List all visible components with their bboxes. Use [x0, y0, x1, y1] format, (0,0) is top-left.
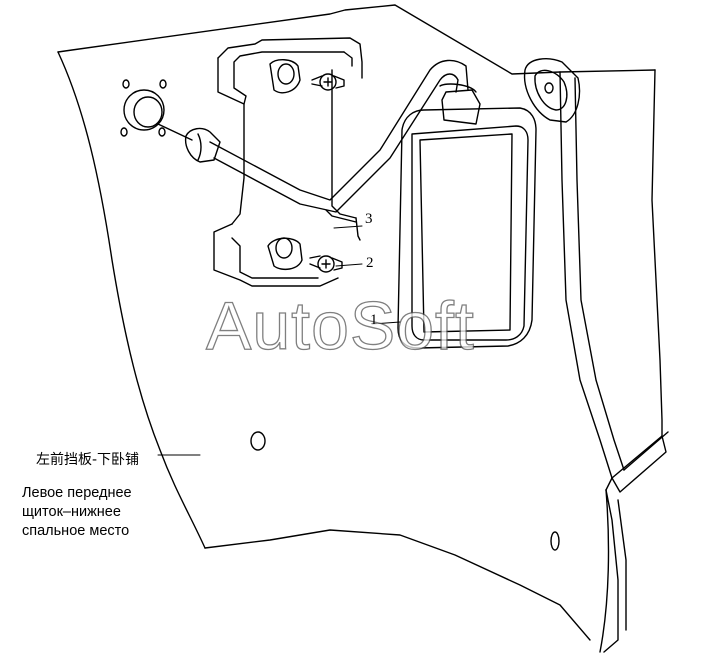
watermark-text: AutoSoft — [205, 288, 475, 364]
part-label-russian-line-3: спальное место — [22, 523, 130, 539]
callout-2-label: 2 — [366, 255, 374, 271]
screw-upper — [311, 73, 345, 91]
container-box — [397, 107, 537, 349]
screw-lower — [309, 255, 343, 273]
callout-1-label: 1 — [370, 312, 378, 328]
part-label-russian-line-1: Левое переднее — [22, 485, 132, 501]
callout-3-label: 3 — [365, 211, 373, 227]
callout-leaders — [157, 225, 401, 456]
top-right-bracket — [523, 58, 581, 123]
tube — [184, 59, 481, 213]
mounting-bracket — [213, 37, 363, 287]
part-label-russian: Левое переднее щиток–нижнее спальное мес… — [22, 484, 192, 541]
part-label-russian-line-2: щиток–нижнее — [22, 504, 121, 520]
panel-side-flange — [559, 71, 669, 653]
panel-stud — [120, 79, 193, 141]
part-label-chinese: 左前挡板-下卧铺 — [36, 452, 140, 468]
panel-holes — [250, 431, 560, 551]
